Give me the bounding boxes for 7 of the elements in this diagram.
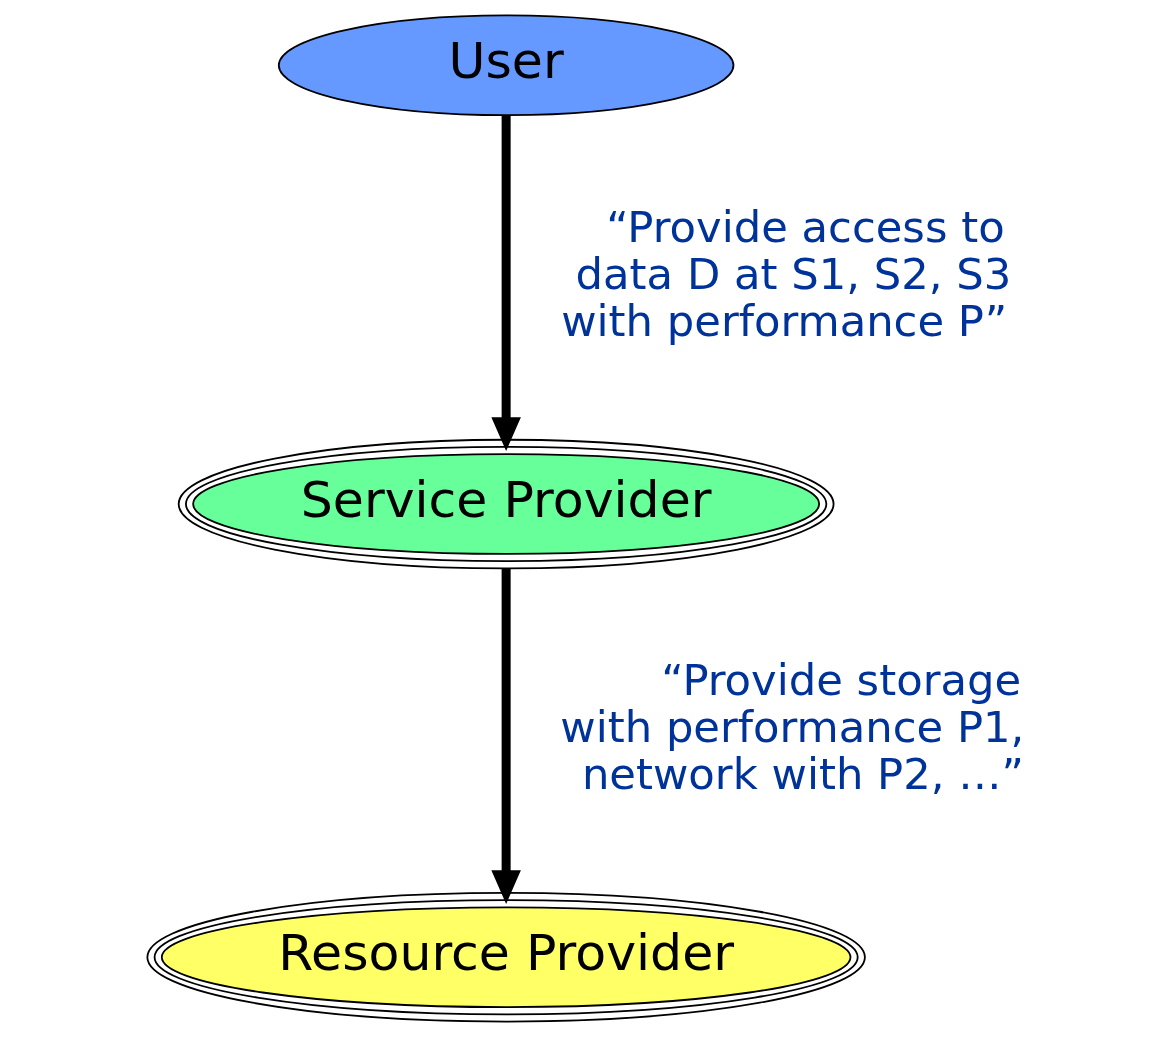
arrow: [490, 568, 521, 904]
node-ellipse: User: [277, 14, 734, 117]
edge-label: “Provide access to data D at S1, S2, S3 with performance P”: [560, 201, 1011, 346]
edge-label: “Provide storage with performance P1, network with P2, …”: [559, 654, 1024, 799]
node-ellipse: Service Provider: [177, 438, 834, 570]
arrow: [490, 115, 521, 452]
node-ellipse: Resource Provider: [145, 892, 866, 1023]
